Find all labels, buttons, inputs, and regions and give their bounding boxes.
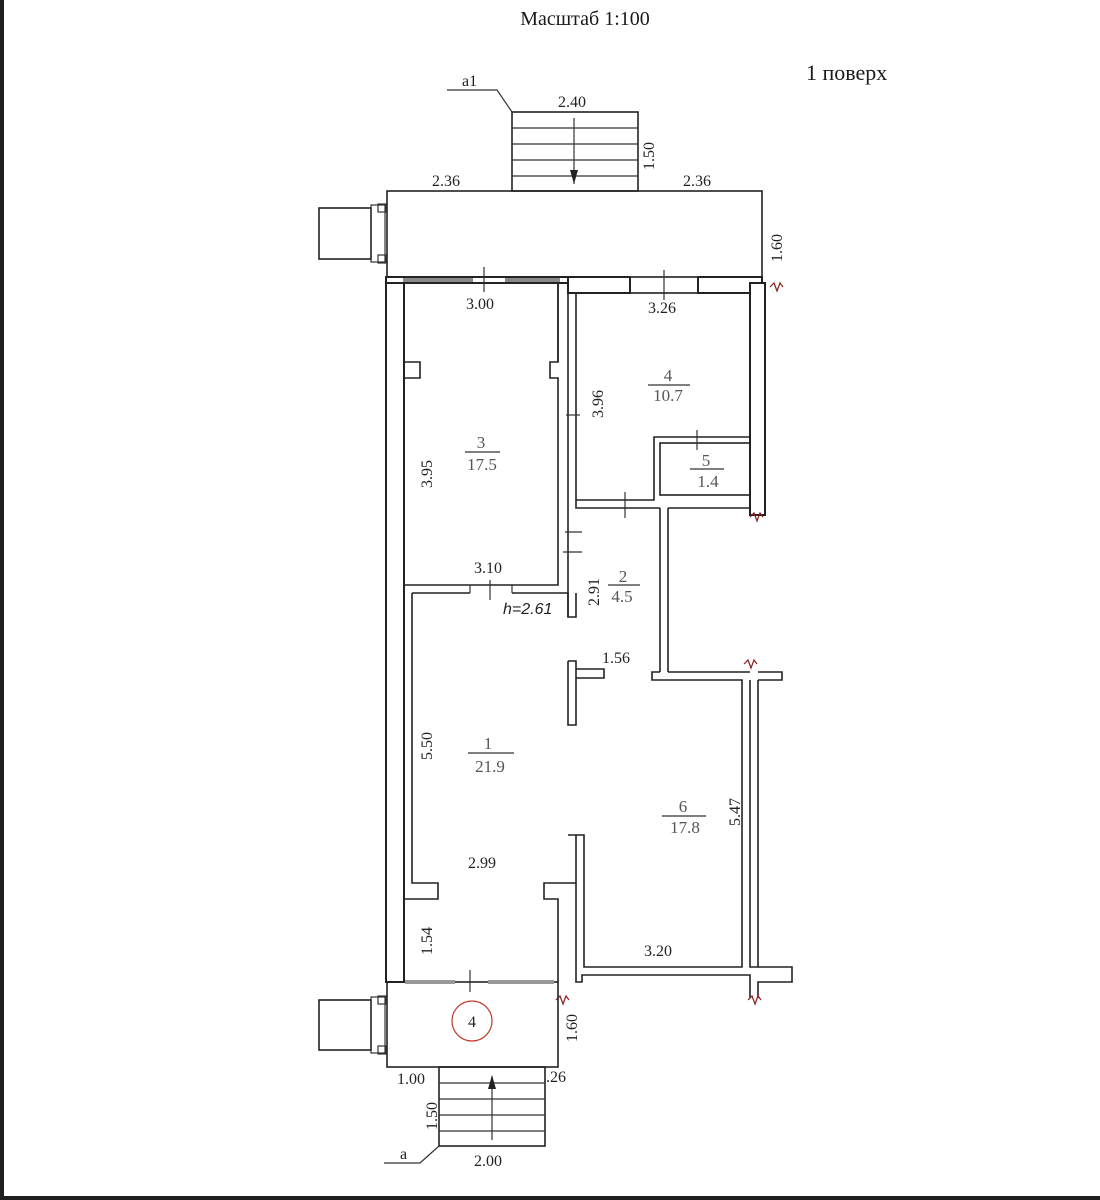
top-side-canopy <box>318 207 372 260</box>
page-left-border <box>0 0 4 1200</box>
room-2-area: 4.5 <box>611 587 632 606</box>
window-room3 <box>403 278 473 282</box>
dim-top-porch-depth: 1.60 <box>769 234 786 262</box>
dim-top-stair-depth: 1.50 <box>641 142 658 170</box>
dim-room3-bottom-width: 3.10 <box>474 560 502 577</box>
dim-top-porch-right: 2.36 <box>683 173 711 190</box>
room-3-number: 3 <box>477 433 486 452</box>
wall-break-marks <box>555 281 784 1006</box>
arrow-down-icon <box>570 170 578 184</box>
dim-bottom-stair-depth: 1.50 <box>424 1102 441 1130</box>
dim-room1-height: 5.50 <box>419 732 436 760</box>
bottom-side-canopy <box>318 999 372 1051</box>
entrance-a-leader <box>384 1145 440 1164</box>
room-2: 2 4.5 2.91 h=2.61 <box>503 492 750 672</box>
dim-room1-width: 2.99 <box>468 855 496 872</box>
room3-room1-partition: 3.10 <box>412 560 577 618</box>
room-1-area: 21.9 <box>475 757 505 776</box>
dim-room3-width: 3.00 <box>466 296 494 313</box>
dim-top-porch-left: 2.36 <box>432 173 460 190</box>
dim-vestibule-height: 1.54 <box>419 927 436 955</box>
dim-bottom-stair-width: 2.00 <box>474 1153 502 1170</box>
room-4: 4 10.7 3.26 3.96 <box>566 292 751 501</box>
bottom-stair: 1.50 2.00 a <box>384 1066 546 1170</box>
dim-bottom-porch-left: 1.00 <box>397 1071 425 1088</box>
dim-corridor-height: 2.91 <box>586 578 603 606</box>
exterior-walls <box>385 267 766 983</box>
entrance-a-label: a <box>400 1146 407 1163</box>
scale-title: Масштаб 1:100 <box>520 8 650 30</box>
dim-passage-width: 1.56 <box>602 650 630 667</box>
room-6-number: 6 <box>679 797 688 816</box>
room-1: 1 21.9 1.56 5.50 2.99 1.54 <box>403 593 630 982</box>
room-6-area: 17.8 <box>670 818 700 837</box>
room-5: 5 1.4 <box>659 430 751 496</box>
porch-marker-number: 4 <box>468 1014 476 1031</box>
top-stair: a1 2.40 1.50 <box>447 73 658 192</box>
dim-room6-height: 5.47 <box>727 798 744 826</box>
dim-room3-height: 3.95 <box>419 460 436 488</box>
page-bottom-border <box>0 1196 1100 1200</box>
room-4-number: 4 <box>664 366 673 385</box>
arrow-up-icon <box>488 1075 496 1089</box>
room-6: 6 17.8 5.47 3.20 <box>575 671 793 998</box>
dim-bottom-porch-right: .26 <box>546 1069 566 1086</box>
room-3-area: 17.5 <box>467 455 497 474</box>
room-2-number: 2 <box>619 567 628 586</box>
entrance-a1-label: a1 <box>462 73 477 90</box>
dim-room4-width: 3.26 <box>648 300 676 317</box>
dim-bottom-porch-depth: 1.60 <box>564 1014 581 1042</box>
bottom-porch: 4 1.60 1.00 .26 <box>318 970 581 1088</box>
floor-label: 1 поверх <box>806 60 888 85</box>
room-5-area: 1.4 <box>697 472 719 491</box>
dim-top-stair-width: 2.40 <box>558 94 586 111</box>
room-4-area: 10.7 <box>653 386 683 405</box>
porch-marker-circle <box>451 1000 493 1042</box>
top-porch: 2.36 2.36 1.60 <box>318 173 786 278</box>
dim-room6-width: 3.20 <box>644 943 672 960</box>
ceiling-height-label: h=2.61 <box>503 601 552 618</box>
room-1-number: 1 <box>484 734 493 753</box>
room-5-number: 5 <box>702 451 711 470</box>
entrance-a1-leader <box>447 89 513 113</box>
dim-room4-height: 3.96 <box>590 390 607 418</box>
room-3: 3 17.5 3.00 3.95 <box>403 283 569 617</box>
